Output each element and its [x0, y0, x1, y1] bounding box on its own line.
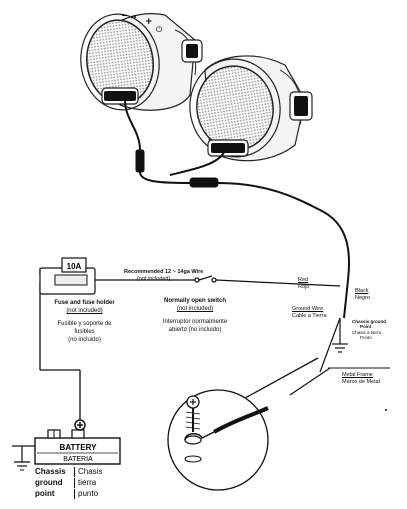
black-wire-label-es: Negro — [355, 295, 370, 301]
play-pause-button-icon: ⏯ — [131, 13, 137, 21]
ground-wire-label-en: Ground Wire — [292, 306, 324, 312]
red-wire-label-en: Red — [298, 277, 309, 283]
minus-button-icon: − — [121, 11, 128, 20]
metal-frame-label-en: Metal Frame — [342, 372, 373, 378]
fuse-holder-label-es-2: fusibles — [74, 329, 95, 335]
detail-magnifier — [167, 389, 269, 491]
chassis-point-label-en-2: Point — [360, 324, 372, 329]
chassis-label-es-3: punto — [74, 489, 98, 499]
chassis-label-es-1: Chasis — [74, 467, 102, 477]
speaker-right — [189, 55, 313, 162]
chassis-point-label-es-1: Chasis a tierra — [352, 330, 382, 335]
metal-frame-label-es: Marco de Metal — [342, 379, 380, 385]
chassis-label-es-2: tierra — [74, 478, 96, 488]
fuse-holder: 10A — [39, 257, 96, 295]
chassis-label-en-1: Chassis — [35, 467, 66, 476]
plus-button-icon: + — [145, 17, 153, 27]
battery-label-es: BATERIA — [63, 456, 93, 463]
fuse-holder-note-en: (not included) — [66, 308, 103, 314]
chassis-point-label-en-1: Chassis ground — [352, 319, 387, 324]
fuse-holder-label-en: Fuse and fuse holder — [54, 300, 115, 306]
positive-wire — [39, 268, 341, 420]
wire-gauge-label: Recommended 12 ~ 14ga Wire — [124, 269, 204, 275]
red-wire-label-es: Rojo — [298, 284, 310, 290]
switch-label-es-1: Interruptor normalmente — [162, 319, 228, 325]
speaker-cables — [124, 99, 351, 319]
chassis-label-en-3: point — [35, 489, 55, 498]
switch-label-en: Normally open switch — [163, 298, 226, 304]
fuse-holder-note-es: (no incluido) — [68, 337, 101, 343]
switch-label-es-2: abierto (no incluido) — [168, 327, 222, 333]
fuse-rating: 10A — [67, 262, 82, 271]
black-wire-label-en: Black — [355, 288, 369, 294]
chassis-label-en-2: ground — [35, 478, 63, 487]
battery: BATTERY BATERIA — [12, 419, 121, 471]
battery-label-en: BATTERY — [60, 443, 98, 452]
wire-gauge-note: (not included) — [137, 276, 171, 282]
ground-wire-label-es: Cable a Tierra — [292, 313, 327, 319]
switch-note-en: (not included) — [176, 306, 214, 312]
speaker-left: − ⏯ + ⏻ — [80, 11, 203, 111]
power-button-icon: ⏻ — [156, 25, 163, 34]
fuse-holder-label-es-1: Fusible y soporte de — [57, 321, 112, 327]
chassis-point-label-es-2: Punto — [360, 335, 372, 340]
